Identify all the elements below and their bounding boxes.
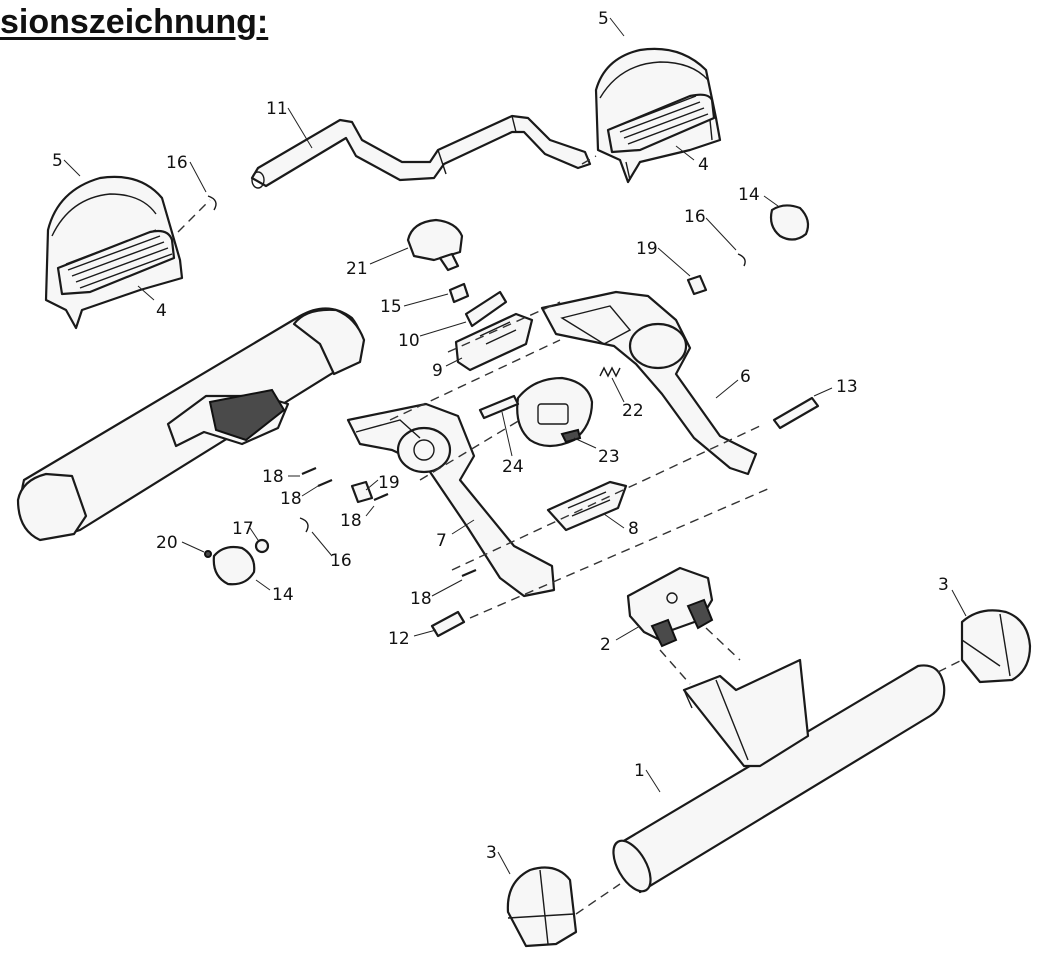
part-23-display <box>516 376 594 448</box>
callout-15: 15 <box>380 297 402 317</box>
callout-9: 9 <box>432 361 443 381</box>
callout-14-left: 14 <box>272 585 294 605</box>
callout-16-bottom-left: 16 <box>330 551 352 571</box>
part-3-end-cap-right <box>960 609 1032 684</box>
callout-22: 22 <box>622 401 644 421</box>
drawing-title: sionszeichnung: <box>0 3 269 41</box>
callout-8: 8 <box>628 519 639 539</box>
callout-1: 1 <box>634 761 645 781</box>
callout-21: 21 <box>346 259 368 279</box>
part-11-crank-axle <box>250 114 592 189</box>
callout-7: 7 <box>436 531 447 551</box>
part-13-bolt <box>772 396 820 430</box>
callout-4-right: 4 <box>698 155 709 175</box>
callout-3-left: 3 <box>486 843 497 863</box>
part-2-clamp <box>626 566 714 648</box>
callout-23: 23 <box>598 447 620 467</box>
callout-10: 10 <box>398 331 420 351</box>
callout-18-a: 18 <box>262 467 284 487</box>
front-frame-tube <box>16 307 366 542</box>
part-24-pin <box>478 394 520 420</box>
callout-16-top-left: 16 <box>166 153 188 173</box>
part-22-spring <box>599 366 621 378</box>
callout-3-right: 3 <box>938 575 949 595</box>
callout-18-c: 18 <box>340 511 362 531</box>
callout-14-right: 14 <box>738 185 760 205</box>
callout-19-left: 19 <box>378 473 400 493</box>
callout-6: 6 <box>740 367 751 387</box>
leader-lines <box>63 17 967 875</box>
part-12-bolt <box>430 610 466 638</box>
callout-20: 20 <box>156 533 178 553</box>
part-7-frame-left <box>346 402 556 598</box>
callout-24: 24 <box>502 457 524 477</box>
part-4-5-pedal-right <box>594 47 722 184</box>
callout-11: 11 <box>266 99 288 119</box>
callout-5-right: 5 <box>598 9 609 29</box>
callout-4-left: 4 <box>156 301 167 321</box>
callout-2: 2 <box>600 635 611 655</box>
callout-18-b: 18 <box>280 489 302 509</box>
part-15-sleeve <box>448 282 470 304</box>
part-9-slider <box>454 312 534 372</box>
assembly-lines <box>177 155 963 915</box>
part-6-frame-right <box>540 290 758 476</box>
part-10-pin <box>464 290 508 328</box>
part-4-5-pedal-left <box>44 175 184 330</box>
callout-13: 13 <box>836 377 858 397</box>
callout-16-right: 16 <box>684 207 706 227</box>
callout-19-right: 19 <box>636 239 658 259</box>
callout-12: 12 <box>388 629 410 649</box>
part-numbers: 1 2 3 3 4 4 5 5 6 7 8 9 10 11 12 13 14 1… <box>52 9 949 863</box>
callout-5-left: 5 <box>52 151 63 171</box>
part-21-knob <box>406 218 464 272</box>
part-3-end-cap-left <box>506 866 578 948</box>
callout-18-d: 18 <box>410 589 432 609</box>
callout-17: 17 <box>232 519 254 539</box>
small-hardware <box>204 195 810 586</box>
part-1-base-tube <box>612 658 946 894</box>
part-8-foot-plate <box>546 480 628 532</box>
